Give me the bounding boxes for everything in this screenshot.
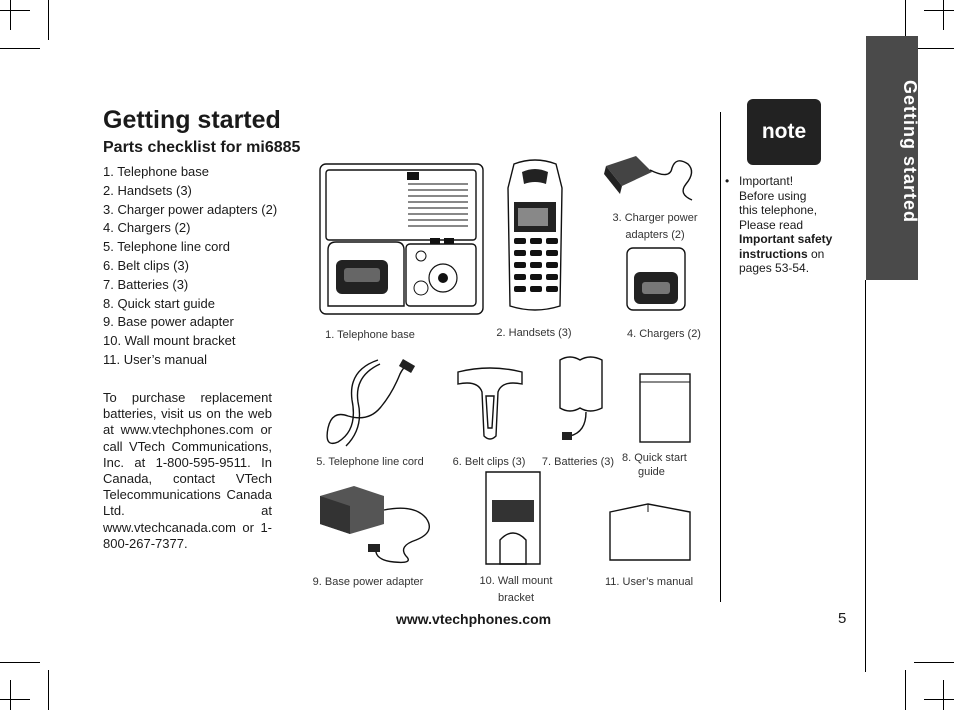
checklist-item: 1. Telephone base: [103, 164, 210, 179]
caption-line-cord: 5. Telephone line cord: [316, 456, 424, 468]
crop-mark: [10, 680, 11, 710]
note-bullet: •: [725, 174, 730, 188]
wall-mount-bracket-illustration: [485, 471, 541, 565]
telephone-base-illustration: vtech: [319, 163, 484, 315]
note-badge: note: [747, 99, 821, 165]
caption-charger-adapters-line1: 3. Charger power: [612, 212, 698, 224]
note-line: Please read: [739, 217, 804, 232]
crop-mark: [905, 670, 906, 710]
section-subtitle: Parts checklist for mi6885: [103, 139, 301, 156]
page-number: 5: [838, 610, 847, 627]
crop-mark: [914, 662, 954, 663]
note-emphasis: Important safety instructions: [739, 232, 833, 261]
crop-mark: [914, 48, 954, 49]
caption-wall-bracket-line2: bracket: [497, 592, 535, 604]
crop-mark: [0, 662, 40, 663]
quick-start-guide-illustration: [639, 373, 691, 443]
handset-illustration: [507, 159, 563, 311]
caption-quick-start-line2: guide: [638, 466, 665, 478]
page-edge-rule: [865, 280, 866, 672]
purchase-paragraph: To purchase replacement batteries, visit…: [103, 390, 272, 551]
base-adapter-illustration: [320, 486, 430, 564]
belt-clip-illustration: [457, 367, 523, 440]
footer-url[interactable]: www.vtechphones.com: [396, 611, 552, 627]
crop-mark: [0, 48, 40, 49]
crop-mark: [924, 10, 954, 11]
caption-wall-bracket-line1: 10. Wall mount: [479, 575, 553, 587]
checklist-item: 11. User’s manual: [103, 351, 208, 367]
line-cord-illustration: [326, 359, 416, 447]
caption-quick-start-line1: 8. Quick start: [622, 452, 687, 464]
caption-belt-clips: 6. Belt clips (3): [452, 456, 526, 468]
caption-base-adapter: 9. Base power adapter: [312, 576, 424, 588]
column-divider: [720, 112, 721, 602]
checklist-item: 10. Wall mount bracket: [103, 333, 236, 349]
note-line: Important!: [739, 174, 794, 188]
crop-mark: [10, 0, 11, 30]
crop-mark: [924, 699, 954, 700]
checklist-item: 6. Belt clips (3): [103, 257, 189, 273]
battery-illustration: [559, 356, 603, 440]
crop-mark: [943, 0, 944, 30]
checklist-item: 3. Charger power adapters (2): [103, 201, 278, 217]
crop-mark: [0, 10, 30, 11]
checklist-item: 4. Chargers (2): [103, 220, 191, 236]
checklist-item: 7. Batteries (3): [103, 276, 189, 292]
crop-mark: [48, 670, 49, 710]
checklist-item: 9. Base power adapter: [103, 314, 234, 330]
caption-chargers: 4. Chargers (2): [627, 328, 701, 340]
caption-charger-adapters-line2: adapters (2): [625, 229, 685, 241]
note-line: Before using: [739, 188, 807, 203]
charger-adapter-illustration: [604, 156, 693, 201]
section-tab-label: Getting started: [900, 80, 920, 224]
checklist-item: 5. Telephone line cord: [103, 239, 230, 255]
caption-telephone-base: 1. Telephone base: [325, 329, 415, 341]
crop-mark: [48, 0, 49, 40]
brand-logo: vtech: [355, 299, 373, 306]
users-manual-illustration: [609, 503, 691, 561]
crop-mark: [943, 680, 944, 710]
charger-illustration: [626, 247, 686, 311]
caption-batteries: 7. Batteries (3): [541, 456, 615, 468]
caption-handsets: 2. Handsets (3): [496, 327, 572, 339]
note-line: this telephone,: [739, 203, 818, 217]
note-text: • Important! Before using this telephone…: [725, 174, 847, 276]
parts-checklist: 1. Telephone base 2. Handsets (3) 3. Cha…: [103, 163, 277, 370]
checklist-item: 8. Quick start guide: [103, 295, 215, 311]
caption-users-manual: 11. User’s manual: [604, 576, 694, 588]
section-tab: [866, 36, 918, 280]
page-title: Getting started: [103, 106, 281, 134]
note-line: on pages 53-54.: [739, 246, 825, 276]
crop-mark: [0, 699, 30, 700]
checklist-item: 2. Handsets (3): [103, 182, 192, 198]
crop-mark: [905, 0, 906, 40]
